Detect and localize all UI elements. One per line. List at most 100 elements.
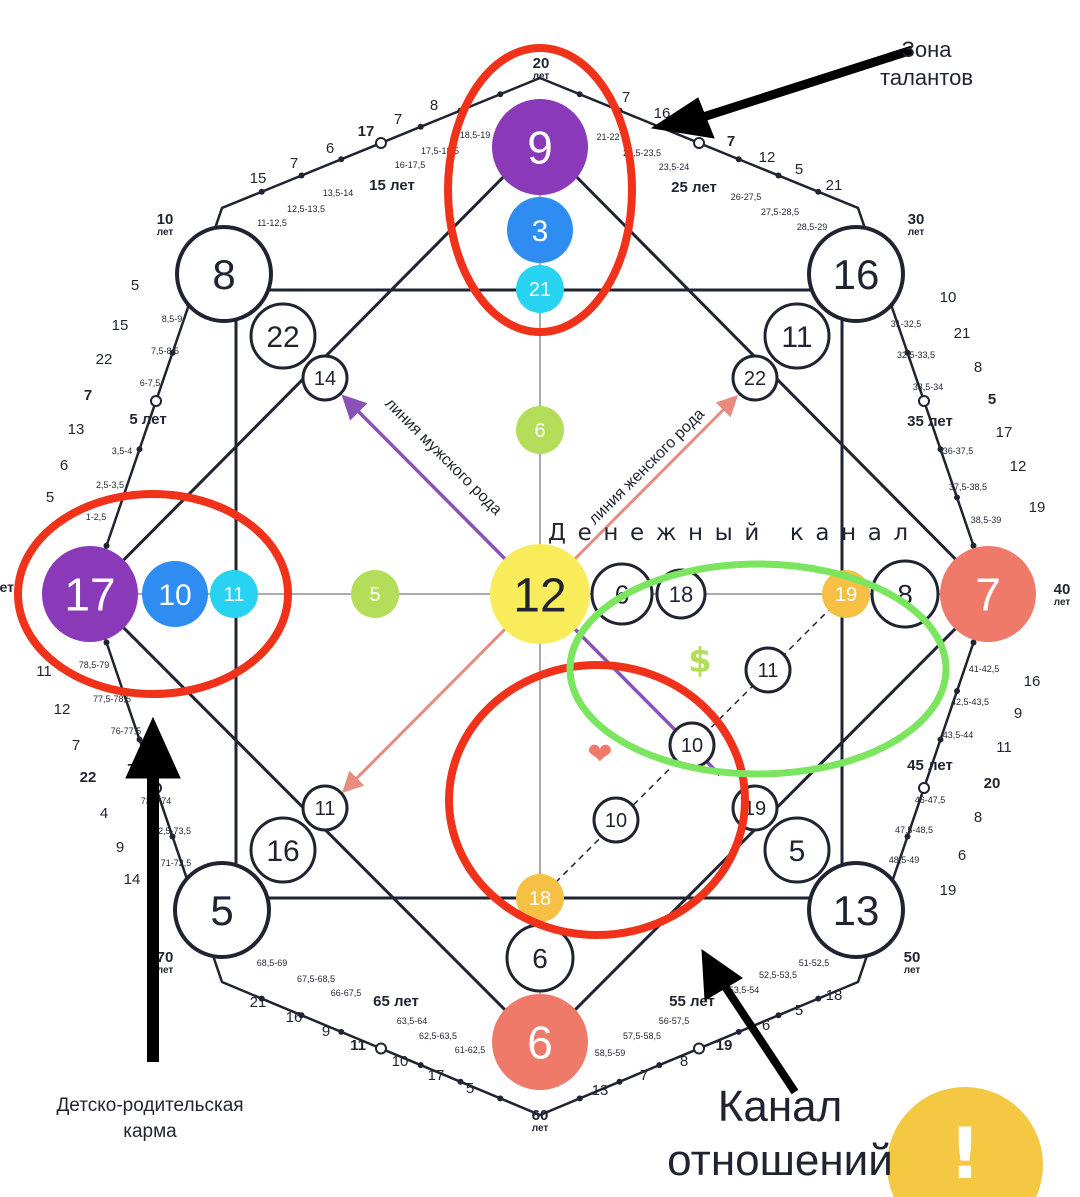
ring-dot	[417, 1062, 424, 1069]
age-label-65: 65 лет	[373, 993, 419, 1010]
node-tl-outer: 8	[175, 225, 273, 323]
ring-label: 21	[826, 177, 843, 194]
ring-label: 68,5-69	[257, 958, 288, 968]
ring-dot	[937, 446, 944, 453]
ring-label: 5	[988, 391, 996, 408]
ring-label: 42,5-43,5	[951, 697, 989, 707]
ring-label: 6	[762, 1017, 770, 1034]
node-left-mid: 10	[142, 561, 208, 627]
ring-label: 7	[84, 387, 92, 404]
ring-label: 2,5-3,5	[96, 480, 124, 490]
node-circle	[351, 570, 399, 618]
ring-label: 11-12,5	[257, 218, 287, 228]
node-value: 7	[975, 569, 1001, 621]
node-circle	[516, 406, 564, 454]
ring-label: 10	[392, 1053, 409, 1070]
ring-dot	[150, 395, 162, 407]
node-circle	[173, 861, 271, 959]
ring-dot	[258, 995, 265, 1002]
node-value: 3	[532, 215, 549, 248]
node-bottom-inner: 18	[516, 874, 564, 922]
ring-label: 16	[286, 1009, 303, 1026]
node-value: 5	[210, 887, 233, 934]
node-value: 6	[534, 420, 545, 442]
ring-label: 12,5-13,5	[287, 204, 325, 214]
age-label-55: 55 лет	[669, 993, 715, 1010]
dashed-channel-line	[539, 593, 846, 899]
ring-dot	[497, 91, 504, 98]
talent-zone-line1: Зона	[901, 37, 952, 62]
ring-dot	[338, 1028, 345, 1035]
ring-dot	[656, 1062, 663, 1069]
ring-label: 13,5-14	[323, 188, 354, 198]
ring-label: 4	[100, 805, 108, 822]
ring-label: 8	[430, 97, 438, 114]
ring-label: 11	[36, 663, 52, 680]
node-tl-inner: 14	[301, 354, 349, 402]
age-unit-label: лет	[1054, 597, 1071, 608]
annotation-arrows	[125, 45, 914, 1095]
node-diag-10a: 10	[668, 721, 716, 769]
ring-label: 48,5-49	[889, 855, 920, 865]
node-circle	[763, 302, 831, 370]
ring-label: 18	[826, 987, 843, 1004]
ring-label: 12	[759, 149, 776, 166]
age-unit-label: лет	[157, 227, 174, 238]
ring-label: 19	[1029, 499, 1046, 516]
ring-label: 51-52,5	[799, 958, 830, 968]
age-label-35: 35 лет	[907, 413, 953, 430]
node-value: 19	[835, 584, 857, 606]
ring-label: 6	[326, 140, 334, 157]
node-br-outer: 13	[807, 861, 905, 959]
female-line-label: линия женского рода	[586, 406, 709, 529]
ring-label: 62,5-63,5	[419, 1031, 457, 1041]
ring-label: 20	[984, 775, 1001, 792]
node-circle	[301, 784, 349, 832]
node-circle	[940, 546, 1036, 642]
node-circle	[516, 265, 564, 313]
node-value: 18	[669, 582, 693, 607]
ring-dot	[136, 446, 143, 453]
ring-label: 10	[940, 289, 957, 306]
node-value: 11	[315, 798, 336, 820]
node-value: 6	[532, 943, 548, 974]
heart-icon: ❤	[587, 737, 612, 772]
age-unit-label: лет	[532, 1123, 549, 1134]
ring-label: 3,5-4	[112, 446, 133, 456]
ring-label: 18,5-19	[460, 130, 491, 140]
talent-zone-line2: талантов	[880, 65, 974, 90]
ring-label: 8,5-9	[162, 314, 183, 324]
node-circle	[870, 559, 940, 629]
ring-label: 7	[640, 1067, 648, 1084]
node-circle	[807, 861, 905, 959]
ring-label: 6	[958, 847, 966, 864]
age-label-50: 50	[904, 949, 921, 966]
node-value: 11	[781, 321, 812, 354]
ring-label: 78,5-79	[79, 660, 110, 670]
ring-label: 11	[350, 1037, 366, 1054]
male-line-label: линия мужского рода	[381, 395, 505, 519]
ring-label: 46-47,5	[915, 795, 946, 805]
node-circle	[492, 99, 588, 195]
node-circle	[301, 354, 349, 402]
node-diag-11: 11	[744, 646, 792, 694]
ring-dot	[103, 639, 110, 646]
ring-label: 7,5-8,5	[151, 346, 179, 356]
node-value: 22	[744, 368, 766, 390]
ring-dot	[815, 188, 822, 195]
ring-dot	[258, 188, 265, 195]
node-top-inner: 21	[516, 265, 564, 313]
ring-label: 38,5-39	[971, 515, 1002, 525]
node-circle	[249, 816, 317, 884]
age-unit-label: лет	[904, 965, 921, 976]
ring-label: 8	[974, 359, 982, 376]
age-label-5: 5 лет	[129, 411, 166, 428]
ring-dot	[937, 736, 944, 743]
ring-label: 12	[54, 701, 71, 718]
ring-dot	[954, 494, 960, 501]
ring-dot	[775, 1012, 782, 1019]
money-channel-oval	[566, 560, 950, 778]
ring-label: 12	[1010, 458, 1027, 475]
